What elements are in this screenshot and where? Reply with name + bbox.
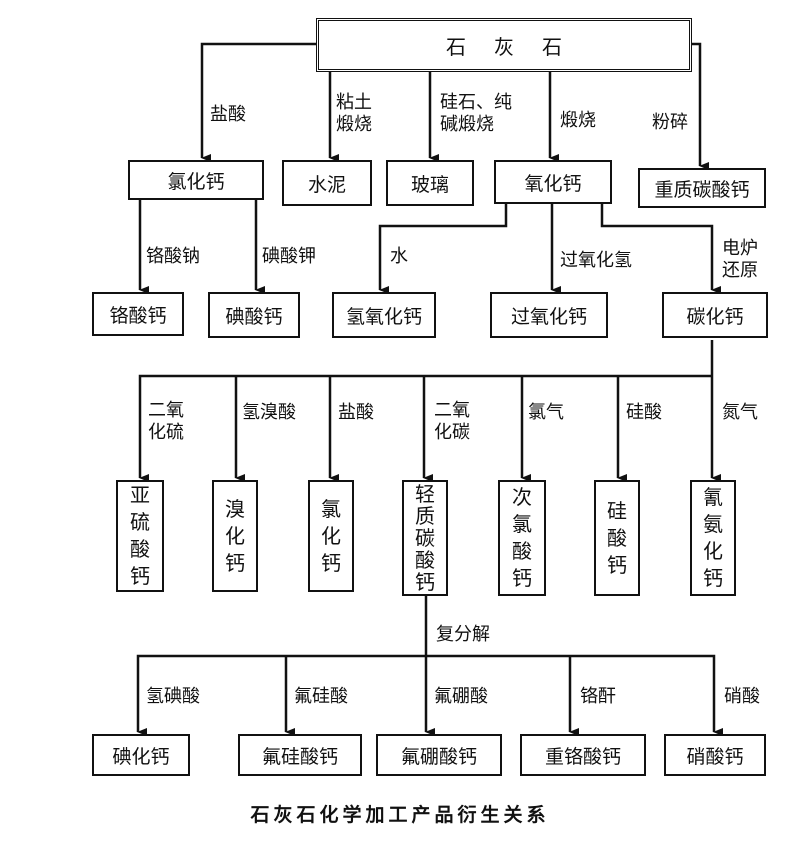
box-calcium-peroxide: 过氧化钙 [490, 292, 608, 338]
label-calcine: 煅烧 [560, 110, 596, 131]
box-calcium-iodide: 碘化钙 [92, 734, 190, 776]
root-limestone-box: 石灰石 [316, 18, 692, 72]
label-chlorine: 氯气 [528, 402, 564, 423]
box-calcium-sulfite-text: 亚硫酸钙 [130, 483, 150, 588]
box-calcium-carbide: 碳化钙 [662, 292, 768, 338]
box-calcium-fluoroborate: 氟硼酸钙 [376, 734, 502, 776]
box-calcium-fluorosilicate: 氟硅酸钙 [238, 734, 362, 776]
label-sodium-chromate: 铬酸钠 [146, 246, 200, 267]
box-calcium-hypochlorite: 次氯酸钙 [498, 480, 546, 596]
label-sulfur-dioxide: 二氧 化硫 [148, 400, 184, 443]
box-calcium-bromide: 溴化钙 [212, 480, 258, 592]
box-calcium-silicate-text: 硅酸钙 [607, 498, 627, 577]
label-water: 水 [390, 246, 408, 267]
label-carbon-dioxide: 二氧 化碳 [434, 400, 470, 443]
box-calcium-nitrate: 硝酸钙 [664, 734, 766, 776]
label-hydrogen-peroxide: 过氧化氢 [560, 250, 632, 271]
box-light-calcium-carbonate-text: 轻质碳酸钙 [415, 482, 435, 594]
label-fluorosilicic-acid: 氟硅酸 [294, 686, 348, 707]
label-hydrochloric-acid: 盐酸 [210, 104, 246, 125]
box-calcium-bromide-text: 溴化钙 [225, 496, 245, 575]
box-calcium-oxide: 氧化钙 [494, 160, 612, 204]
box-calcium-chloride-2: 氯化钙 [308, 480, 354, 592]
label-nitrogen: 氮气 [722, 402, 758, 423]
box-calcium-hypochlorite-text: 次氯酸钙 [512, 485, 532, 590]
label-hydrobromic-acid: 氢溴酸 [242, 402, 296, 423]
box-calcium-chromate: 铬酸钙 [92, 292, 184, 336]
label-crush: 粉碎 [652, 112, 688, 133]
label-hydrochloric-acid-2: 盐酸 [338, 402, 374, 423]
box-calcium-silicate: 硅酸钙 [594, 480, 640, 596]
box-glass: 玻璃 [386, 160, 474, 206]
box-cement: 水泥 [282, 160, 372, 206]
label-chromic-anhydride: 铬酐 [580, 686, 616, 707]
label-double-decomposition: 复分解 [436, 624, 490, 645]
label-hydroiodic-acid: 氢碘酸 [146, 686, 200, 707]
label-clay-calcine: 粘土 煅烧 [336, 92, 372, 135]
label-fluoroboric-acid: 氟硼酸 [434, 686, 488, 707]
label-silicic-acid: 硅酸 [626, 402, 662, 423]
box-calcium-chloride-2-text: 氯化钙 [321, 496, 341, 575]
label-furnace-reduction: 电炉 还原 [722, 238, 758, 281]
box-calcium-iodate: 碘酸钙 [208, 292, 300, 338]
label-potassium-iodate: 碘酸钾 [262, 246, 316, 267]
box-calcium-chloride: 氯化钙 [128, 160, 264, 200]
box-light-calcium-carbonate: 轻质碳酸钙 [402, 480, 448, 596]
box-heavy-calcium-carbonate: 重质碳酸钙 [638, 168, 766, 208]
box-calcium-hydroxide: 氢氧化钙 [332, 292, 436, 338]
box-calcium-sulfite: 亚硫酸钙 [116, 480, 164, 592]
box-calcium-cyanamide-text: 氰氨化钙 [703, 485, 723, 590]
label-silica-soda-calcine: 硅石、纯 碱煅烧 [440, 92, 512, 135]
box-calcium-dichromate: 重铬酸钙 [520, 734, 646, 776]
box-calcium-cyanamide: 氰氨化钙 [690, 480, 736, 596]
figure-caption: 石灰石化学加工产品衍生关系 [250, 804, 550, 826]
label-nitric-acid: 硝酸 [724, 686, 760, 707]
